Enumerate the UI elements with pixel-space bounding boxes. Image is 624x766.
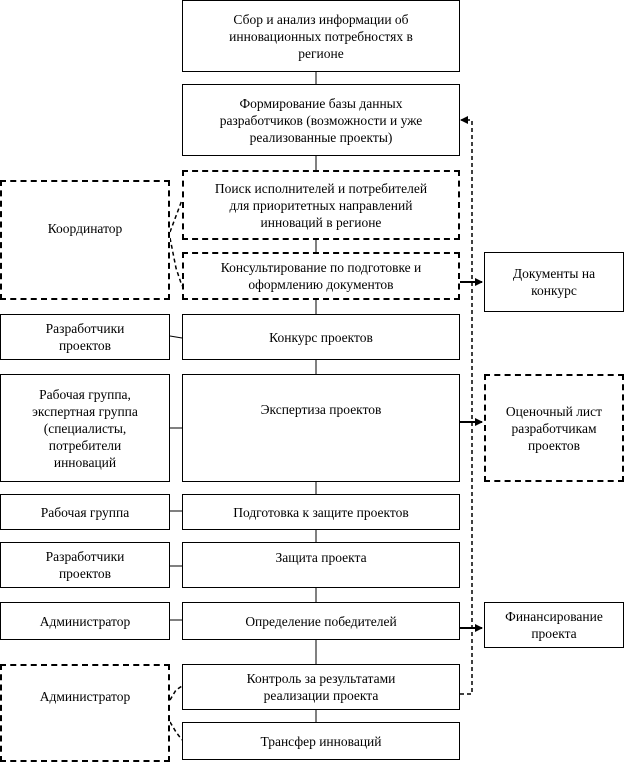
process-transfer-box: Трансфер инноваций — [182, 722, 460, 760]
process-winners-box: Определение победителей — [182, 602, 460, 640]
actor-working-group-label: Рабочая группа — [40, 504, 130, 520]
actor-expert-group-label: Рабочая группа, экспертная группа (специ… — [32, 386, 138, 470]
actor-administrator-2-label: Администратор — [39, 689, 131, 704]
process-preparation-label: Подготовка к защите проектов — [233, 504, 409, 520]
process-defense-label: Защита проекта — [275, 550, 367, 565]
actor-working-group-box: Рабочая группа — [0, 494, 170, 530]
process-expertise-label: Экспертиза проектов — [260, 402, 382, 417]
actor-administrator-1-label: Администратор — [39, 613, 131, 629]
actor-developers-2-box: Разработчики проектов — [0, 542, 170, 588]
process-control-label: Контроль за результатами реализации прое… — [246, 671, 396, 703]
process-search-label: Поиск исполнителей и потребителей для пр… — [214, 180, 428, 230]
feedback-loop — [460, 116, 473, 695]
actor-coordinator-label: Координатор — [47, 221, 123, 236]
process-collect-box: Сбор и анализ информации об инновационны… — [182, 0, 460, 72]
process-consulting-box: Консультирование по подготовке и оформле… — [182, 252, 460, 300]
process-preparation-box: Подготовка к защите проектов — [182, 494, 460, 530]
process-collect-label: Сбор и анализ информации об инновационны… — [229, 11, 413, 61]
actor-connectors — [169, 335, 183, 621]
process-defense-box: Защита проекта — [182, 542, 460, 588]
output-financing-label: Финансирование проекта — [505, 609, 603, 641]
coordinator-links — [169, 199, 183, 741]
process-control-box: Контроль за результатами реализации прое… — [182, 664, 460, 710]
actor-developers-1-box: Разработчики проектов — [0, 314, 170, 360]
actor-developers-1-label: Разработчики проектов — [45, 321, 125, 353]
process-consulting-label: Консультирование по подготовке и оформле… — [220, 260, 422, 292]
actor-administrator-2-box: Администратор — [0, 664, 170, 762]
output-evaluation-label: Оценочный лист разработчикам проектов — [505, 403, 603, 453]
output-documents-box: Документы на конкурс — [484, 252, 624, 312]
actor-coordinator-box: Координатор — [0, 180, 170, 300]
process-contest-label: Конкурс проектов — [269, 329, 373, 345]
process-database-box: Формирование базы данных разработчиков (… — [182, 84, 460, 156]
process-contest-box: Конкурс проектов — [182, 314, 460, 360]
output-arrows — [460, 278, 483, 632]
process-database-label: Формирование базы данных разработчиков (… — [219, 95, 423, 145]
output-evaluation-box: Оценочный лист разработчикам проектов — [484, 374, 624, 482]
process-expertise-box: Экспертиза проектов — [182, 374, 460, 482]
actor-administrator-1-box: Администратор — [0, 602, 170, 640]
process-transfer-label: Трансфер инноваций — [260, 733, 382, 749]
output-financing-box: Финансирование проекта — [484, 602, 624, 648]
process-search-box: Поиск исполнителей и потребителей для пр… — [182, 170, 460, 240]
process-winners-label: Определение победителей — [245, 613, 397, 629]
output-documents-label: Документы на конкурс — [512, 266, 596, 298]
actor-expert-group-box: Рабочая группа, экспертная группа (специ… — [0, 374, 170, 482]
actor-developers-2-label: Разработчики проектов — [45, 549, 125, 581]
